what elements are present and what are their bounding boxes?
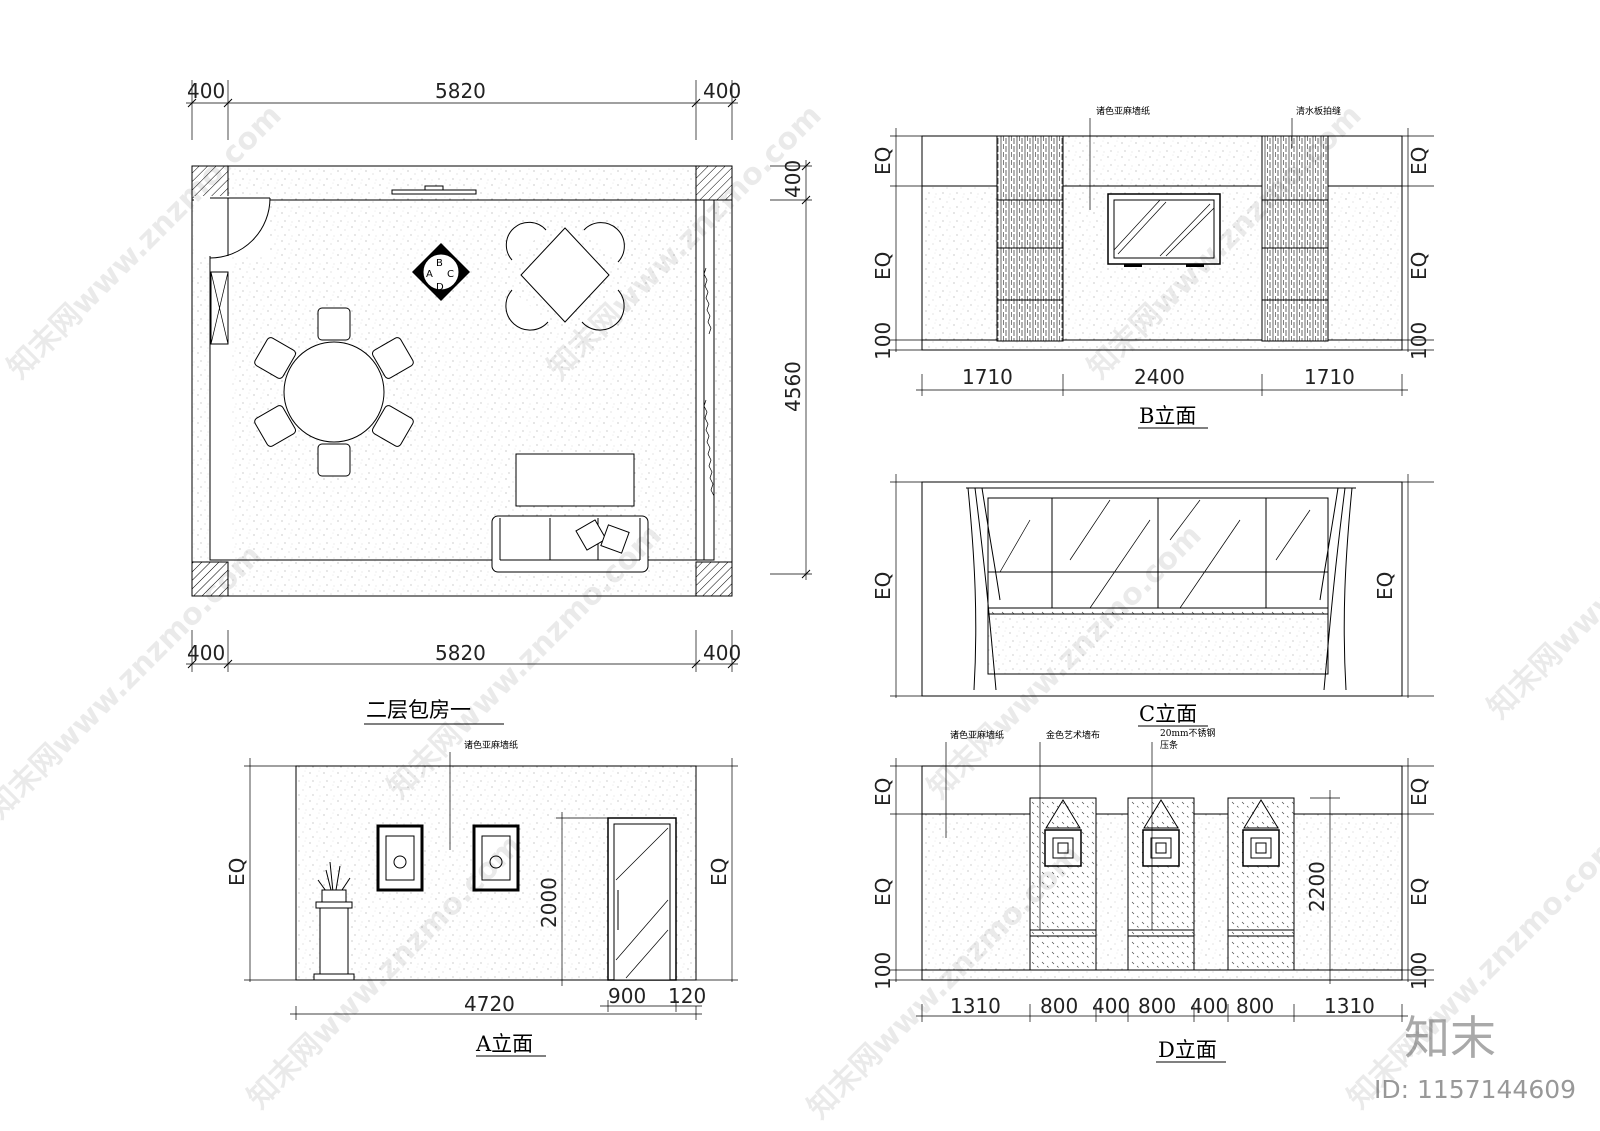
watermark-text: 知末网www.znzmo.com xyxy=(0,538,269,826)
dim-label: 1310 xyxy=(950,994,1001,1018)
column xyxy=(695,165,733,201)
brand-logo: 知末 xyxy=(1404,1011,1496,1065)
column xyxy=(695,561,733,597)
material-note: 20mm不锈钢 xyxy=(1160,727,1216,739)
dim-label: EQ xyxy=(1373,572,1397,600)
plan-dim-bottom: 400 5820 400 xyxy=(186,630,741,672)
coffee-table xyxy=(515,453,635,507)
plant-stand xyxy=(313,861,355,981)
dim-label: 2000 xyxy=(537,877,561,928)
dim-label: EQ xyxy=(871,147,895,175)
dim-label: 400 xyxy=(1092,994,1130,1018)
fabric-panel xyxy=(1227,797,1295,971)
dim-label: 2200 xyxy=(1305,861,1329,912)
fabric-panel xyxy=(1029,797,1097,971)
dim-label: 100 xyxy=(1407,952,1431,990)
dim-label: 100 xyxy=(1407,322,1431,360)
column xyxy=(191,165,229,201)
dim-label: 900 xyxy=(608,984,646,1008)
dim-label: 4720 xyxy=(464,992,515,1016)
column xyxy=(191,561,229,597)
picture-frame xyxy=(472,824,520,892)
watermark-text: 知末网www.znzmo.com xyxy=(1481,438,1600,726)
sofa xyxy=(491,515,649,573)
picture-frame xyxy=(376,824,424,892)
index-letter: B xyxy=(436,258,443,269)
door-swing xyxy=(194,196,271,259)
elevation-d: 诸色亚麻墙纸 金色艺术墙布 20mm不锈钢 压条 EQ EQ 100 EQ EQ… xyxy=(871,727,1434,1063)
dim-label: EQ xyxy=(225,858,249,886)
elevation-title: C立面 xyxy=(1139,702,1197,726)
image-id: ID: 1157144609 xyxy=(1374,1075,1576,1104)
elevation-a: 诸色亚麻墙纸 EQ EQ 2000 4720 900 120 A立面 xyxy=(225,739,738,1057)
dim-label: EQ xyxy=(871,572,895,600)
dim-label: 1310 xyxy=(1324,994,1375,1018)
material-note: 诸色亚麻墙纸 xyxy=(950,729,1004,741)
elevation-title: A立面 xyxy=(475,1032,533,1056)
dim-label: EQ xyxy=(1407,878,1431,906)
dim-label: 4560 xyxy=(781,361,805,412)
index-letter: C xyxy=(447,269,454,280)
round-table-set xyxy=(254,307,414,477)
dim-label: EQ xyxy=(871,252,895,280)
square-table-set xyxy=(505,221,625,331)
material-note: 清水板拍缝 xyxy=(1296,105,1341,117)
dim-label: EQ xyxy=(1407,778,1431,806)
dim-label: 400 xyxy=(703,641,741,665)
plan-dim-top: 400 5820 400 xyxy=(186,79,741,140)
dim-label: 5820 xyxy=(435,641,486,665)
fabric-panel xyxy=(1127,797,1195,971)
material-note: 压条 xyxy=(1160,739,1178,751)
dim-label: EQ xyxy=(707,858,731,886)
dim-label: 1710 xyxy=(962,365,1013,389)
dim-label: EQ xyxy=(1407,252,1431,280)
elevation-c: EQ EQ C立面 xyxy=(871,474,1434,727)
tv xyxy=(391,189,477,195)
plan-dim-right: 400 4560 xyxy=(770,160,812,580)
dim-label: 120 xyxy=(668,984,706,1008)
dim-label: 400 xyxy=(187,641,225,665)
dim-label: EQ xyxy=(1407,147,1431,175)
dim-label: 100 xyxy=(871,322,895,360)
dim-label: 2400 xyxy=(1134,365,1185,389)
elevation-b: 诸色亚麻墙纸 清水板拍缝 EQ EQ 100 EQ EQ 100 1710 24… xyxy=(871,105,1434,429)
material-note: 金色艺术墙布 xyxy=(1046,729,1100,741)
dim-label: 5820 xyxy=(435,79,486,103)
index-letter: A xyxy=(426,269,433,280)
dim-label: 400 xyxy=(1190,994,1228,1018)
material-note: 诸色亚麻墙纸 xyxy=(464,739,518,751)
dim-label: 800 xyxy=(1040,994,1078,1018)
dim-label: 800 xyxy=(1236,994,1274,1018)
material-note: 诸色亚麻墙纸 xyxy=(1096,105,1150,117)
dim-label: EQ xyxy=(871,878,895,906)
glass-door xyxy=(607,817,677,981)
elevation-title: D立面 xyxy=(1158,1038,1217,1062)
floor-plan: 400 5820 400 400 5820 400 xyxy=(186,79,812,725)
dim-label: 400 xyxy=(781,160,805,198)
dim-label: 800 xyxy=(1138,994,1176,1018)
index-letter: D xyxy=(436,282,444,293)
plan-title: 二层包房一 xyxy=(366,698,471,722)
tv-unit xyxy=(1107,193,1221,267)
elevation-title: B立面 xyxy=(1139,404,1196,428)
dim-label: 100 xyxy=(871,952,895,990)
dim-label: 1710 xyxy=(1304,365,1355,389)
dim-label: 400 xyxy=(187,79,225,103)
dim-label: EQ xyxy=(871,778,895,806)
elevation-index-marker: B A C D xyxy=(412,243,470,301)
dim-label: 400 xyxy=(703,79,741,103)
